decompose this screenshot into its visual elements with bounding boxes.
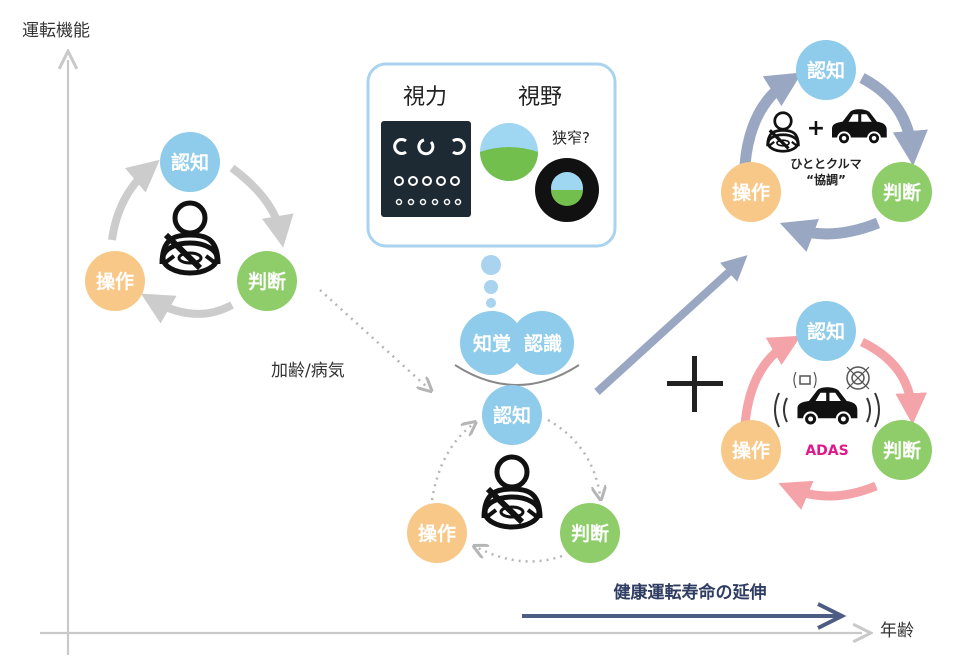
- svg-text:操作: 操作: [96, 270, 134, 293]
- svg-text:認知: 認知: [807, 59, 845, 82]
- svg-text:判断: 判断: [883, 181, 921, 204]
- svg-text:認知: 認知: [807, 320, 845, 343]
- cycle-arrow: [430, 425, 472, 501]
- svg-text:判断: 判断: [883, 439, 921, 462]
- driver-icon: [765, 111, 801, 153]
- x-axis-label: 年齢: [880, 621, 914, 641]
- cycle-arrow: [859, 337, 927, 425]
- svg-text:判断: 判断: [571, 522, 609, 545]
- svg-text:操作: 操作: [418, 522, 456, 545]
- node-operation: 操作: [407, 503, 467, 563]
- improvement-arrow: [594, 255, 748, 395]
- node-judgment: 判断: [872, 162, 932, 222]
- extension-label: 健康運転寿命の延伸: [614, 582, 767, 603]
- car-icon: [831, 108, 888, 146]
- cycle-arrow: [740, 335, 801, 426]
- node-operation: 操作: [721, 420, 781, 480]
- thought-bubble: [484, 280, 498, 294]
- thought-bubble: [486, 298, 496, 308]
- transition-label: 加齢/病気: [271, 361, 345, 381]
- svg-text:認知: 認知: [171, 151, 209, 174]
- cooperation-line1: ひととクルマ: [790, 157, 861, 171]
- narrowing-label: 狭窄?: [552, 129, 590, 147]
- node-recognition: 認知: [482, 385, 542, 445]
- landscape-view-icon: [480, 123, 538, 181]
- node-operation: 操作: [85, 251, 145, 311]
- cycle-arrow: [859, 73, 928, 167]
- support-arc: [454, 364, 580, 386]
- sensor-wave-icon: [774, 392, 880, 428]
- cooperation-line2: “協調”: [806, 172, 846, 187]
- cycle-arrow: [547, 418, 600, 495]
- vision-box: 視力 視野 狭窄?: [366, 62, 617, 248]
- field-label: 視野: [518, 85, 562, 110]
- svg-text:操作: 操作: [732, 181, 770, 204]
- node-judgment: 判断: [560, 503, 620, 563]
- node-recognition: 認知: [160, 132, 220, 192]
- cycle-arrow: [140, 293, 234, 324]
- healthy-cycle: 認知 判断 操作: [85, 132, 297, 324]
- cycle-arrow: [779, 217, 881, 252]
- car-icon: [796, 386, 859, 427]
- adas-cycle: ADAS 認知 判断 操作: [721, 301, 932, 510]
- svg-text:認知: 認知: [493, 404, 531, 427]
- svg-text:認識: 認識: [524, 332, 562, 355]
- node-recognition: 認知: [796, 40, 856, 100]
- eye-chart-icon: [381, 121, 471, 217]
- svg-text:操作: 操作: [732, 439, 770, 462]
- driver-icon: [484, 457, 540, 527]
- cooperation-cycle: + ひととクルマ “協調” 認知 判断 操作: [721, 40, 932, 252]
- camera-icon: [793, 371, 817, 389]
- node-operation: 操作: [721, 162, 781, 222]
- radar-icon: [846, 366, 870, 390]
- node-perception: [460, 311, 524, 375]
- node-cognition: [510, 311, 574, 375]
- node-judgment: 判断: [237, 251, 297, 311]
- degraded-cycle: 認知 判断 操作: [407, 385, 620, 563]
- cycle-arrow: [229, 164, 294, 248]
- acuity-label: 視力: [403, 85, 447, 110]
- cycle-arrow: [778, 480, 878, 510]
- node-recognition: 認知: [796, 301, 856, 361]
- svg-text:知覚: 知覚: [473, 332, 511, 355]
- big-plus-icon: [667, 356, 723, 412]
- adas-label: ADAS: [805, 443, 848, 459]
- y-axis-label: 運転機能: [22, 21, 90, 41]
- perception-group: 知覚 認識: [454, 311, 580, 386]
- plus-sign: +: [807, 116, 825, 141]
- node-judgment: 判断: [872, 420, 932, 480]
- extension-arrowhead: [817, 602, 847, 630]
- driver-icon: [162, 203, 218, 273]
- cycle-arrow: [478, 548, 563, 563]
- narrow-field-icon: [535, 158, 599, 222]
- svg-text:判断: 判断: [248, 270, 286, 293]
- cycle-arrow: [739, 72, 802, 166]
- thought-bubble: [481, 255, 501, 275]
- cycle-arrow: [108, 159, 160, 241]
